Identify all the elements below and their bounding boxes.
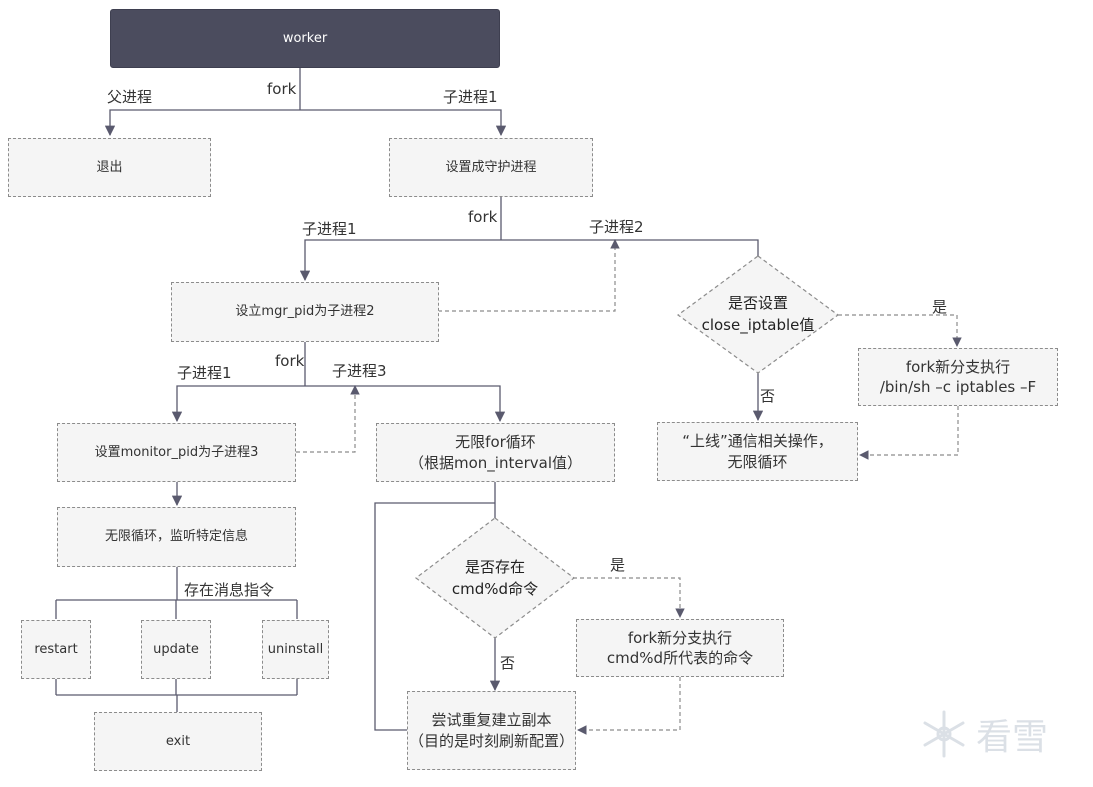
node-retry-line1: 尝试重复建立副本 [431,711,552,730]
node-exec-cmd-line2: cmd%d所代表的命令 [606,649,754,667]
node-exec-cmd: fork新分支执行 cmd%d所代表的命令 [576,619,784,677]
connector-cmd-yes [573,577,685,618]
label-fork-3: fork [275,352,305,370]
node-iptables: fork新分支执行 /bin/sh –c iptables –F [858,348,1058,406]
label-yes-cmd: 是 [610,556,626,574]
connector-exec-to-retry [577,677,681,735]
watermark-text: 看雪 [976,717,1049,758]
node-for-loop-line1: 无限for循环 [455,433,536,452]
node-mgr-pid: 设立mgr_pid为子进程2 [171,282,439,342]
connector-to-daemon [300,109,507,137]
label-yes-close: 是 [932,298,948,316]
node-worker: worker [110,9,500,68]
decision-close-iptable-line2: close_iptable值 [701,316,815,334]
node-exit-parent: 退出 [8,138,211,197]
node-online-line1: “上线”通信相关操作， [682,432,833,451]
connector-iptables-to-online [859,406,959,460]
decision-cmd-exists-line1: 是否存在 [464,558,525,577]
node-exit-parent-label: 退出 [96,159,123,175]
node-uninstall: uninstall [262,620,329,679]
node-for-loop: 无限for循环 （根据mon_interval值） [376,423,615,482]
node-listen-loop-label: 无限循环，监听特定信息 [104,529,248,545]
decision-close-iptable-line1: 是否设置 [727,294,788,313]
label-no-close: 否 [760,387,776,405]
node-restart: restart [21,620,91,679]
node-monitor-pid-label: 设置monitor_pid为子进程3 [94,444,259,460]
node-listen-loop: 无限循环，监听特定信息 [57,507,296,567]
node-for-loop-line2: （根据mon_interval值） [409,453,582,472]
connector-to-monitor-pid [171,385,305,423]
node-daemon-label: 设置成守护进程 [445,159,537,175]
node-online: “上线”通信相关操作， 无限循环 [657,422,858,481]
watermark: 看雪 [918,708,1048,760]
label-child2: 子进程2 [589,218,644,236]
label-has-message: 存在消息指令 [184,581,275,599]
snowflake-logo-icon [923,710,965,758]
connector-to-for-loop [305,385,506,423]
connector-monitor-to-child3 [296,385,360,453]
decision-cmd-exists-line2: cmd%d命令 [451,580,539,598]
node-iptables-line2: /bin/sh –c iptables –F [879,378,1037,396]
label-child1-mid: 子进程1 [302,220,357,238]
node-worker-label: worker [282,30,328,46]
label-child1-top: 子进程1 [443,88,498,106]
decision-cmd-exists: 是否存在 cmd%d命令 [430,552,560,606]
connector-to-mgr-pid [299,239,501,282]
connector-mgr-to-child2 [438,239,620,312]
label-fork-2: fork [468,208,498,226]
label-child3: 子进程3 [332,362,387,380]
node-retry: 尝试重复建立副本 （目的是时刻刷新配置） [407,691,576,770]
node-exec-cmd-line1: fork新分支执行 [627,628,733,647]
label-no-cmd: 否 [500,654,516,672]
node-iptables-line1: fork新分支执行 [905,357,1011,376]
node-update: update [141,620,211,679]
node-retry-line2: （目的是时刻刷新配置） [408,731,574,750]
decision-close-iptable-shape [676,255,840,374]
connector-to-exit-parent [104,109,300,137]
label-fork-1: fork [267,80,297,98]
node-restart-label: restart [34,641,78,657]
label-parent: 父进程 [107,88,153,106]
node-mgr-pid-label: 设立mgr_pid为子进程2 [235,304,375,320]
node-monitor-pid: 设置monitor_pid为子进程3 [57,423,296,482]
connector-loop-back [374,502,495,731]
connector-close-yes [838,314,962,347]
decision-cmd-exists-shape [415,517,575,639]
node-uninstall-label: uninstall [267,641,324,657]
node-exit-label: exit [165,733,191,749]
node-update-label: update [153,641,199,657]
node-online-line2: 无限循环 [727,452,788,471]
connector-to-close-iptable [501,239,759,256]
node-exit: exit [94,712,262,771]
label-child1-low: 子进程1 [177,364,232,382]
decision-close-iptable: 是否设置 close_iptable值 [688,288,828,342]
node-daemon: 设置成守护进程 [389,138,593,197]
